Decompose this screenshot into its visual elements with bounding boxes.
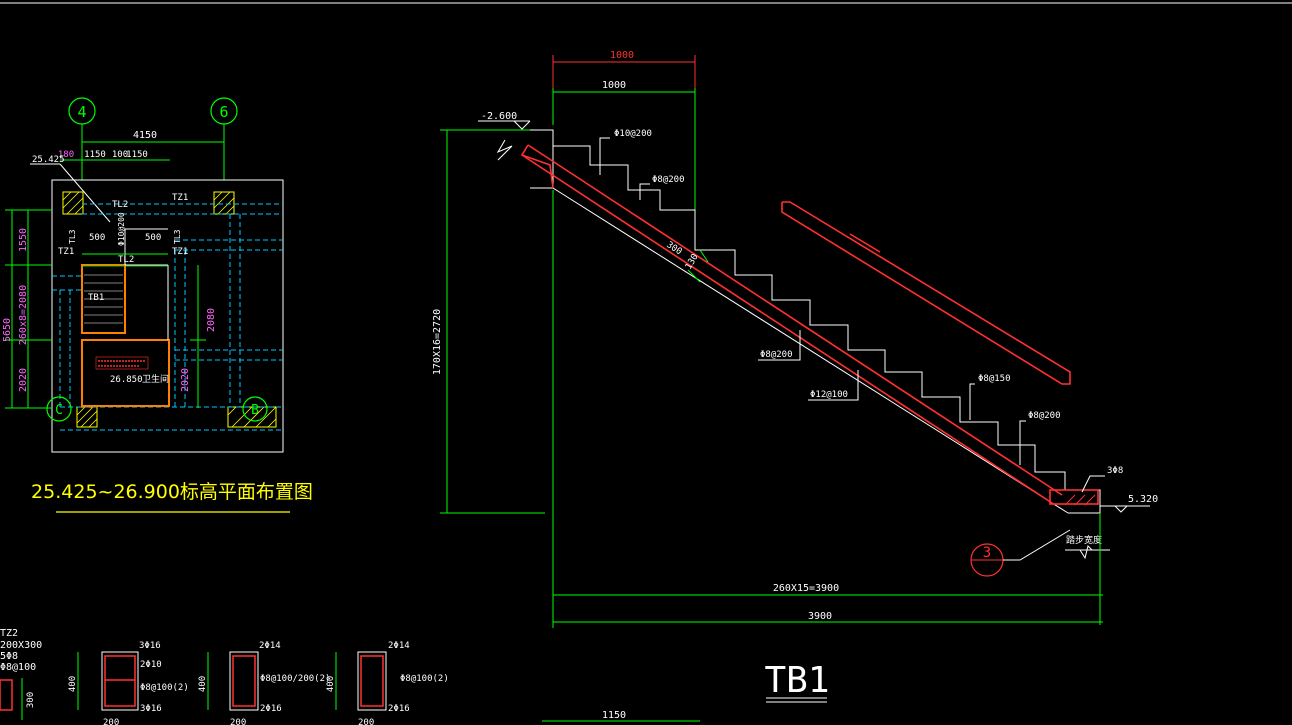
grid-bubble-6: 6 <box>210 97 238 180</box>
plan-stair-run <box>81 264 126 334</box>
plan-room-elev: 26.850 <box>110 375 143 385</box>
section-rebar-2: Φ8@200 <box>652 175 685 185</box>
plan-dim-1550: 1550 <box>18 228 29 252</box>
section-rebar-5: Φ8@150 <box>978 374 1011 384</box>
section-detail-note: 踏步宽度 <box>1066 534 1102 546</box>
section-handrail <box>781 201 1071 385</box>
beam1-top: 3Φ16 <box>139 641 161 651</box>
beam-section-2: 400 2Φ14 Φ8@100/200(2) 2Φ16 200 <box>198 641 330 725</box>
plan-tz1-left: TZ1 <box>58 247 74 257</box>
beam3-stirrup: Φ8@100(2) <box>400 674 449 684</box>
plan-tl2-mid: TL2 <box>118 255 134 265</box>
beam3-height: 400 <box>326 676 336 692</box>
plan-room-label: 卫生间 <box>142 373 169 385</box>
plan-inner-2080: 2080 <box>206 308 217 332</box>
plan-dim-1150a: 1150 <box>84 150 106 160</box>
plan-tz1-top: TZ1 <box>172 193 188 203</box>
beam1-bottom: 3Φ16 <box>140 704 162 714</box>
section-steps <box>553 145 1101 513</box>
plan-tl3-left: TL3 <box>68 229 77 244</box>
section-elev-bottom: 5.320 <box>1128 494 1158 505</box>
beam2-stirrup: Φ8@100/200(2) <box>260 674 330 684</box>
plan-outline <box>51 179 284 453</box>
plan-dim-500-left: 500 <box>89 233 105 243</box>
plan-title: 25.425~26.900标高平面布置图 <box>31 481 313 503</box>
beam-sections: TZ2 200X300 5Φ8 Φ8@100 300 400 3Φ16 2Φ10… <box>0 628 700 725</box>
plan-dim-2080: 260x8=2080 <box>18 285 29 345</box>
beam1-height: 400 <box>68 676 78 692</box>
tz2-size: 200X300 <box>0 640 42 651</box>
plan-tb1-label: TB1 <box>88 293 104 303</box>
plan-dim-180: 180 <box>58 150 74 160</box>
grid-label-C: C <box>55 403 63 418</box>
plan-dim-4150: 4150 <box>133 130 157 141</box>
beam3-bottom: 2Φ16 <box>388 704 410 714</box>
plan-dim-1150b: 1150 <box>126 150 148 160</box>
plan-dim-100: 100 <box>112 150 128 160</box>
beam1-width: 200 <box>103 718 119 725</box>
tz2-bars: 5Φ8 <box>0 651 18 662</box>
beams-bottom-dim: 1150 <box>602 710 626 721</box>
plan-room <box>81 339 170 407</box>
plan-view: 4 6 4150 180 1150 100 1150 25.425 <box>2 97 313 513</box>
plan-dashed-beams <box>52 203 283 431</box>
section-view: 1000 1000 -2.600 170X16=2720 <box>432 50 1158 703</box>
beam3-top: 2Φ14 <box>388 641 410 651</box>
section-vert-dim: 170X16=2720 <box>432 309 443 375</box>
section-dim-1000-red: 1000 <box>610 50 634 61</box>
section-rebars <box>520 144 1099 506</box>
tz2-stirrup: Φ8@100 <box>0 662 36 673</box>
grid-label-6: 6 <box>219 103 228 121</box>
grid-bubble-4: 4 <box>68 97 96 180</box>
plan-dim-500-right: 500 <box>145 233 161 243</box>
grid-label-B: B <box>251 403 259 418</box>
grid-label-4: 4 <box>77 103 86 121</box>
plan-dim-5650: 5650 <box>2 318 13 342</box>
tz2-name: TZ2 <box>0 628 18 639</box>
section-rebar-1: Φ10@200 <box>614 129 652 139</box>
section-rebar-4: Φ12@100 <box>810 390 848 400</box>
section-rebar-3: Φ8@200 <box>760 350 793 360</box>
beam3-width: 200 <box>358 718 374 725</box>
section-rebar-7: 3Φ8 <box>1107 466 1123 476</box>
section-elev-top: -2.600 <box>481 111 517 122</box>
beam-section-3: 400 2Φ14 Φ8@100(2) 2Φ16 200 <box>326 641 449 725</box>
section-rebar-6: Φ8@200 <box>1028 411 1061 421</box>
beam2-bottom: 2Φ16 <box>260 704 282 714</box>
plan-tl2-top: TL2 <box>112 200 128 210</box>
beam2-height: 400 <box>198 676 208 692</box>
tz2-height: 300 <box>26 692 36 708</box>
plan-tz1-right: TZ1 <box>172 247 188 257</box>
section-bottom-dim-2: 3900 <box>808 611 832 622</box>
plan-dim-2020: 2020 <box>18 368 29 392</box>
plan-rebar-label: Φ10@200 <box>117 212 126 246</box>
section-title: TB1 <box>764 660 829 701</box>
plan-tl3-right: TL3 <box>173 229 182 244</box>
plan-columns <box>62 191 277 428</box>
plan-inner-2020: 2020 <box>180 368 191 392</box>
section-bottom-dim-1: 260X15=3900 <box>773 583 839 594</box>
beam2-top: 2Φ14 <box>259 641 281 651</box>
grid-bubble-B: B <box>242 396 268 422</box>
beam1-mid: 2Φ10 <box>140 660 162 670</box>
grid-bubble-C: C <box>46 396 72 422</box>
beam-section-1: 400 3Φ16 2Φ10 Φ8@100(2) 3Φ16 200 <box>68 641 189 725</box>
beam2-width: 200 <box>230 718 246 725</box>
section-dim-1000: 1000 <box>602 80 626 91</box>
plan-elev-label: 25.425 <box>32 155 65 165</box>
section-detail-num: 3 <box>983 545 991 561</box>
beam1-stirrup: Φ8@100(2) <box>140 683 189 693</box>
